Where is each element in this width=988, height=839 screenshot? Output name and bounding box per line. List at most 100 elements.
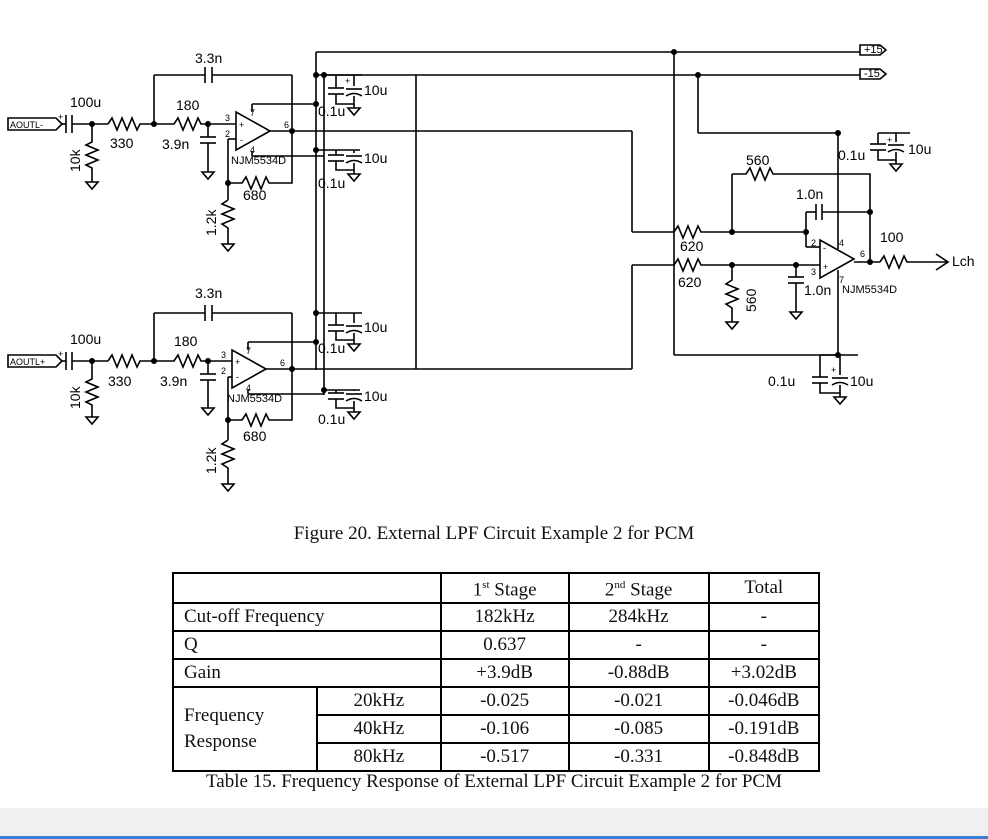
svg-text:4: 4 xyxy=(246,383,251,393)
stage2-rin-b-label: 620 xyxy=(678,274,702,290)
svg-text:+: + xyxy=(831,365,836,375)
table-row: Cut-off Frequency 182kHz 284kHz - xyxy=(172,602,821,632)
cell-freq: 40kHz xyxy=(316,714,442,744)
ch2-rfb-label: 680 xyxy=(243,428,267,444)
svg-text:+: + xyxy=(239,120,244,130)
cell-stage1: -0.025 xyxy=(439,686,570,716)
stage2-cfb-label: 1.0n xyxy=(796,186,823,202)
svg-text:2: 2 xyxy=(225,129,230,139)
table-row: 80kHz -0.517 -0.331 -0.848dB xyxy=(173,742,821,772)
svg-text:+: + xyxy=(58,112,63,122)
stage2-rgnd-label: 560 xyxy=(743,288,759,312)
stage2-dec-top-small: 0.1u xyxy=(838,147,865,163)
ch1-dec-a-small: 0.1u xyxy=(318,103,345,119)
svg-text:+: + xyxy=(345,76,350,86)
svg-text:3: 3 xyxy=(225,113,230,123)
frequency-response-table: 1st Stage 2nd Stage Total Cut-off Freque… xyxy=(172,572,821,772)
ch2-cin-label: 100u xyxy=(70,331,101,347)
svg-text:+: + xyxy=(58,349,63,359)
row-label: Gain xyxy=(172,658,442,688)
cell-stage1: 182kHz xyxy=(439,602,570,632)
cell-total: +3.02dB xyxy=(707,658,821,688)
ch1-input-label: AOUTL- xyxy=(10,120,43,130)
header-stage2: 2nd Stage xyxy=(567,572,710,604)
ch1-dec-a-big: 10u xyxy=(364,82,387,98)
ch1-filter: AOUTL- + 100u 10k 330 3.3n 180 3.9n + - xyxy=(7,50,632,252)
viewer-bottom-accent xyxy=(0,836,988,839)
ch2-dec-b-big: 10u xyxy=(364,388,387,404)
svg-text:4: 4 xyxy=(250,145,255,155)
row-label: Cut-off Frequency xyxy=(172,602,442,632)
svg-text:2: 2 xyxy=(221,366,226,376)
svg-text:4: 4 xyxy=(839,238,844,248)
svg-text:-: - xyxy=(236,372,239,382)
svg-text:+: + xyxy=(823,262,828,272)
svg-text:3: 3 xyxy=(221,350,226,360)
power-rails: +15 -15 xyxy=(315,44,888,395)
ch1-opamp-label: NJM5534D xyxy=(231,155,286,167)
svg-text:-: - xyxy=(240,135,243,145)
cell-stage2: -0.085 xyxy=(567,714,710,744)
svg-text:-: - xyxy=(823,243,826,253)
cell-total: - xyxy=(707,630,821,660)
cell-total: -0.848dB xyxy=(707,742,821,772)
cell-stage1: 0.637 xyxy=(439,630,570,660)
svg-text:7: 7 xyxy=(839,275,844,285)
cell-stage2: -0.88dB xyxy=(567,658,710,688)
ch2-dec-a-big: 10u xyxy=(364,319,387,335)
cell-freq: 80kHz xyxy=(316,742,442,772)
table-header-row: 1st Stage 2nd Stage Total xyxy=(172,572,821,604)
cell-stage2: - xyxy=(567,630,710,660)
ch2-rbias-label: 1.2k xyxy=(203,447,219,474)
header-empty xyxy=(172,572,442,604)
ch2-input-label: AOUTL+ xyxy=(10,357,45,367)
row-label: Q xyxy=(172,630,442,660)
cell-stage2: -0.021 xyxy=(567,686,710,716)
ch1-cgnd-label: 3.9n xyxy=(162,136,189,152)
cell-total: -0.046dB xyxy=(707,686,821,716)
ch2-r1-label: 330 xyxy=(108,373,132,389)
cell-stage2: 284kHz xyxy=(567,602,710,632)
stage2-rfb-label: 560 xyxy=(746,152,770,168)
cell-stage1: +3.9dB xyxy=(439,658,570,688)
ch1-dec-b-big: 10u xyxy=(364,150,387,166)
header-total: Total xyxy=(707,572,821,604)
stage2-opamp-label: NJM5534D xyxy=(842,284,897,296)
ch2-cgnd-label: 3.9n xyxy=(160,373,187,389)
stage2-opamp xyxy=(819,238,856,280)
ch1-r2-label: 180 xyxy=(176,97,200,113)
neg15-label: -15 xyxy=(864,68,880,80)
ch2-opamp xyxy=(231,348,268,390)
ch2-dec-b-small: 0.1u xyxy=(318,411,345,427)
ch2-r2-label: 180 xyxy=(174,333,198,349)
ch2-filter: AOUTL+ + 100u 10k 330 3.3n 180 3.9n + - xyxy=(7,75,632,492)
cell-stage1: -0.517 xyxy=(439,742,570,772)
table-caption: Table 15. Frequency Response of External… xyxy=(206,771,782,792)
svg-text:6: 6 xyxy=(860,249,865,259)
ch2-dec-a-small: 0.1u xyxy=(318,340,345,356)
cell-total: - xyxy=(707,602,821,632)
figure-caption: Figure 20. External LPF Circuit Example … xyxy=(293,523,695,544)
svg-text:+: + xyxy=(887,135,892,145)
ch2-opamp-label: NJM5534D xyxy=(227,393,282,405)
cell-stage1: -0.106 xyxy=(439,714,570,744)
stage2-dec-top-big: 10u xyxy=(908,141,931,157)
stage2-filter: 620 620 560 1.0n 560 1.0n - + 2 3 xyxy=(631,130,975,405)
ch2-rshunt-label: 10k xyxy=(67,385,83,409)
stage2-rout-label: 100 xyxy=(880,229,904,245)
cell-freq: 20kHz xyxy=(316,686,442,716)
stage2-dec-bot-small: 0.1u xyxy=(768,373,795,389)
ch1-rfb-label: 680 xyxy=(243,187,267,203)
stage2-rin-a-label: 620 xyxy=(680,238,704,254)
ch1-cfb-label: 3.3n xyxy=(195,50,222,66)
viewer-bottom-bar xyxy=(0,808,988,839)
ch1-opamp xyxy=(235,110,272,152)
cell-total: -0.191dB xyxy=(707,714,821,744)
header-stage1: 1st Stage xyxy=(439,572,570,604)
svg-text:7: 7 xyxy=(246,346,251,356)
ch1-r1-label: 330 xyxy=(110,135,134,151)
pos15-flag xyxy=(859,44,888,56)
table-row: 40kHz -0.106 -0.085 -0.191dB xyxy=(173,714,821,744)
ch1-input-flag xyxy=(7,117,64,131)
